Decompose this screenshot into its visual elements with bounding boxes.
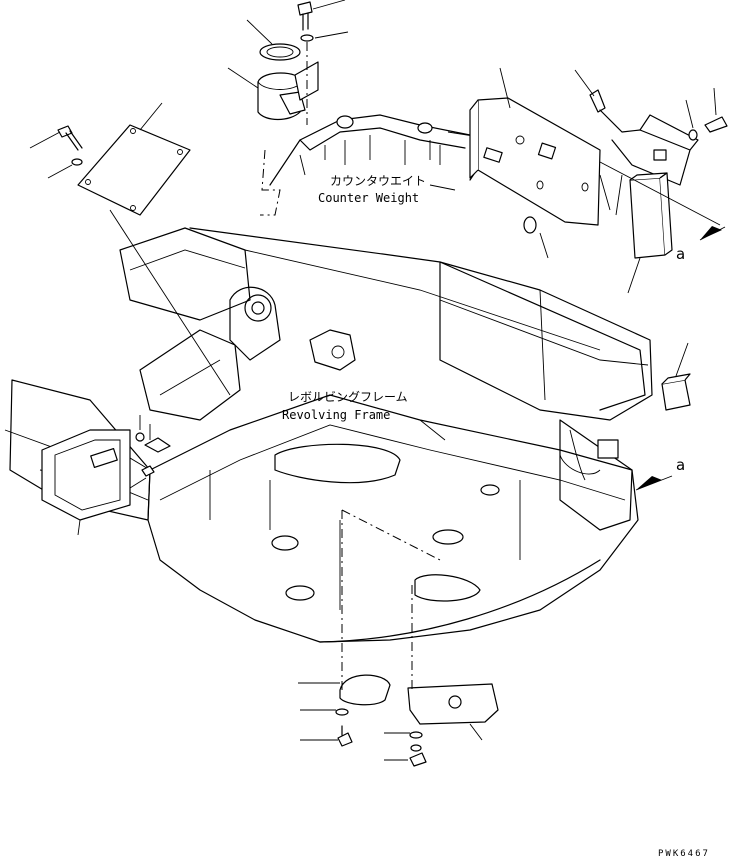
- cover-plate-top-left: [29, 102, 231, 396]
- view-reference-a-side: a: [676, 456, 685, 474]
- drawing-code: PWK6467: [658, 849, 710, 859]
- counter-weight-side-plate: [469, 67, 601, 259]
- label-revolving-frame-jp: レボルビングフレーム: [288, 390, 408, 404]
- label-revolving-frame-en: Revolving Frame: [282, 408, 390, 422]
- right-pad: [597, 439, 619, 459]
- cushion-pad: [599, 161, 726, 294]
- right-bracket: [574, 69, 728, 216]
- left-bolts: [129, 415, 171, 489]
- label-counter-weight-jp: カウンタウエイト: [330, 174, 426, 188]
- view-arrow-side: [636, 476, 662, 490]
- side-cover-left: [41, 429, 131, 536]
- bottom-cover-right: [384, 585, 499, 767]
- label-counter-weight-en: Counter Weight: [318, 191, 419, 205]
- view-reference-a-top: a: [676, 245, 685, 263]
- bottom-cover-left: [298, 509, 441, 747]
- view-arrow-top: [700, 226, 722, 240]
- hose-clamp-assembly: [227, 0, 349, 125]
- small-cap: [661, 342, 691, 411]
